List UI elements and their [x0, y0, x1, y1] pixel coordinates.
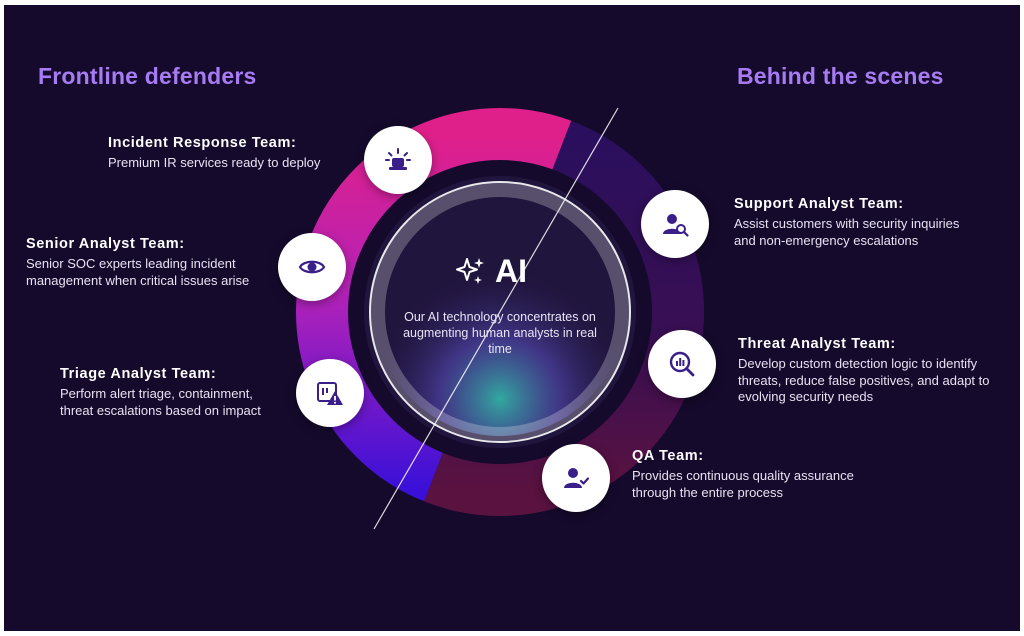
- incident-response-badge: [364, 126, 432, 194]
- ai-description: Our AI technology concentrates on augmen…: [403, 310, 597, 356]
- team-name: Threat Analyst Team:: [738, 336, 896, 352]
- siren-icon: [385, 148, 411, 170]
- triage-analyst-badge: [296, 359, 364, 427]
- team-description-line: through the entire process: [632, 484, 784, 500]
- team-name: Senior Analyst Team:: [26, 236, 185, 252]
- team-description-line: management when critical issues arise: [26, 272, 250, 288]
- team-description-line: Provides continuous quality assurance: [632, 468, 854, 483]
- threat-analyst-team: Threat Analyst Team: Develop custom dete…: [738, 336, 990, 406]
- sparkles-icon: [456, 257, 484, 284]
- chart-search-icon: [669, 351, 695, 377]
- qa-badge: [542, 444, 610, 512]
- threat-analyst-badge: [648, 330, 716, 398]
- team-description-line: Assist customers with security inquiries: [734, 216, 960, 231]
- team-description-line: threat escalations based on impact: [60, 402, 261, 418]
- frontline-heading: Frontline defenders: [38, 63, 257, 89]
- incident-response-team: Incident Response Team: Premium IR servi…: [108, 135, 320, 172]
- eye-icon: [298, 260, 326, 274]
- team-description-line: Develop custom detection logic to identi…: [738, 356, 978, 371]
- senior-analyst-team: Senior Analyst Team: Senior SOC experts …: [26, 236, 249, 289]
- behind-scenes-heading: Behind the scenes: [737, 63, 944, 89]
- qa-team: QA Team: Provides continuous quality ass…: [632, 448, 854, 501]
- team-description-line: Senior SOC experts leading incident: [26, 256, 236, 271]
- ai-title-text: AI: [495, 253, 527, 289]
- team-name: Incident Response Team:: [108, 135, 297, 151]
- team-description-line: evolving security needs: [738, 389, 874, 404]
- team-name: Support Analyst Team:: [734, 196, 904, 212]
- team-name: Triage Analyst Team:: [60, 366, 217, 382]
- support-analyst-team: Support Analyst Team: Assist customers w…: [734, 196, 959, 249]
- user-check-icon: [564, 468, 590, 488]
- senior-analyst-badge: [278, 233, 346, 301]
- team-description-line: threats, reduce false positives, and ada…: [738, 372, 990, 388]
- team-description: Premium IR services ready to deploy: [108, 155, 321, 170]
- diagram-canvas: Frontline defenders Behind the scenes AI…: [4, 5, 1020, 631]
- user-search-icon: [663, 214, 689, 237]
- support-analyst-badge: [641, 190, 709, 258]
- team-description-line: and non-emergency escalations: [734, 232, 919, 248]
- team-description-line: Perform alert triage, containment,: [60, 386, 253, 401]
- triage-analyst-team: Triage Analyst Team: Perform alert triag…: [60, 366, 261, 419]
- alert-triage-icon: [317, 382, 343, 405]
- team-name: QA Team:: [632, 448, 704, 464]
- ai-title: AI: [453, 253, 527, 290]
